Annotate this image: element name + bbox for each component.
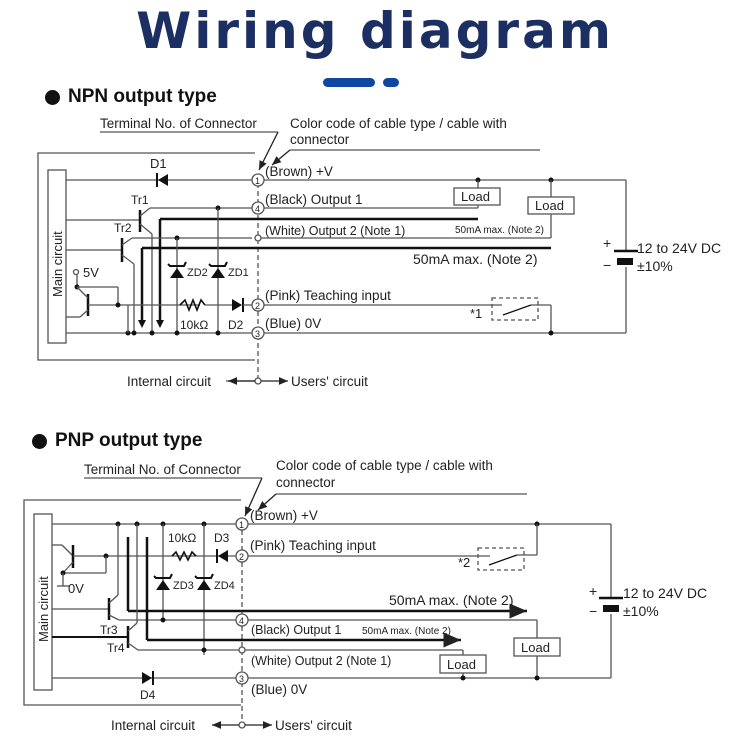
npn-5v-label: 5V [83, 265, 99, 280]
pnp-tr4-label: Tr4 [107, 641, 125, 655]
pnp-0v-label: 0V [68, 581, 84, 596]
npn-load-2-label: Load [535, 198, 564, 213]
pnp-load-1-label: Load [447, 657, 476, 672]
npn-supply-voltage: 12 to 24V DC [637, 240, 721, 256]
npn-tr2-label: Tr2 [114, 221, 132, 235]
pnp-pink-label: (Pink) Teaching input [250, 538, 376, 553]
title-decoration-dot [383, 78, 399, 87]
pnp-zd3-label: ZD3 [173, 580, 194, 592]
pnp-minus-label: − [589, 603, 597, 619]
page-title: Wiring diagram [136, 2, 614, 60]
npn-diagram: Terminal No. of Connector Color code of … [37, 116, 721, 389]
npn-terminal-4-number: 4 [255, 204, 260, 214]
pnp-white-label: (White) Output 2 (Note 1) [251, 654, 391, 668]
pnp-terminal-label: Terminal No. of Connector [84, 462, 241, 477]
npn-d1-diode-icon [158, 174, 168, 186]
pnp-load-2-label: Load [521, 640, 550, 655]
pnp-battery-icon [603, 605, 619, 612]
pnp-teach-switch [477, 547, 525, 571]
npn-zd2-label: ZD2 [187, 267, 208, 279]
bullet-icon [45, 89, 60, 105]
npn-section-heading: NPN output type [45, 86, 217, 108]
pnp-blue-label: (Blue) 0V [251, 682, 307, 697]
pnp-supply-tolerance: ±10% [623, 603, 659, 619]
pnp-internal-circuit-label: Internal circuit [111, 718, 195, 733]
pnp-brown-label: (Brown) +V [250, 508, 318, 523]
pnp-diagram: Terminal No. of Connector Color code of … [23, 458, 707, 733]
npn-teach-switch [491, 297, 539, 321]
npn-d2-diode-icon [232, 299, 242, 311]
npn-switch-note: *1 [470, 306, 482, 321]
npn-zd1-zener-icon [211, 268, 225, 278]
pnp-zd4-label: ZD4 [214, 580, 235, 592]
npn-minus-label: − [603, 257, 611, 273]
npn-white-label: (White) Output 2 (Note 1) [265, 224, 405, 238]
pnp-tr3-label: Tr3 [100, 623, 118, 637]
pnp-users-circuit-label: Users' circuit [275, 718, 352, 733]
pnp-d4-diode-icon [142, 672, 152, 684]
pnp-output1-max-current: 50mA max. (Note 2) [389, 592, 514, 608]
pnp-black-label: (Black) Output 1 [251, 623, 341, 637]
pnp-section-heading: PNP output type [32, 430, 202, 452]
npn-plus-label: + [603, 235, 611, 251]
npn-zd1-label: ZD1 [228, 267, 249, 279]
npn-internal-circuit-label: Internal circuit [127, 374, 211, 389]
npn-output2-max-current: 50mA max. (Note 2) [413, 251, 538, 267]
npn-output1-max-current: 50mA max. (Note 2) [455, 225, 544, 236]
pnp-terminal-white [238, 646, 246, 654]
npn-color-code-label: Color code of cable type / cable with [290, 116, 507, 131]
npn-battery-icon [617, 258, 633, 265]
pnp-color-code-label-2: connector [276, 475, 336, 490]
npn-brown-label: (Brown) +V [265, 164, 333, 179]
pnp-terminal-2-number: 2 [239, 552, 244, 562]
npn-terminal-2-number: 2 [255, 301, 260, 311]
pnp-color-code-label: Color code of cable type / cable with [276, 458, 493, 473]
pnp-resistor-label: 10kΩ [168, 531, 196, 545]
npn-d2-label: D2 [228, 318, 244, 332]
npn-blue-label: (Blue) 0V [265, 316, 321, 331]
npn-supply-tolerance: ±10% [637, 258, 673, 274]
npn-section-title: NPN output type [68, 86, 217, 107]
npn-internal-boundary [37, 152, 255, 361]
npn-terminal-label: Terminal No. of Connector [100, 116, 257, 131]
npn-users-circuit-label: Users' circuit [291, 374, 368, 389]
pnp-section-title: PNP output type [55, 430, 203, 451]
npn-load-1-label: Load [461, 189, 490, 204]
pnp-terminal-4-number: 4 [239, 616, 244, 626]
pnp-d3-label: D3 [214, 531, 230, 545]
npn-resistor-icon [179, 297, 206, 313]
npn-resistor-label: 10kΩ [180, 318, 208, 332]
pnp-plus-label: + [589, 583, 597, 599]
npn-tr1-label: Tr1 [131, 193, 149, 207]
pnp-main-circuit-label: Main circuit [36, 576, 51, 642]
npn-main-circuit-block [47, 169, 67, 344]
pnp-main-circuit-block [33, 513, 53, 691]
npn-main-circuit-label: Main circuit [50, 231, 65, 297]
pnp-supply-voltage: 12 to 24V DC [623, 585, 707, 601]
bullet-icon [32, 433, 47, 449]
pnp-output2-max-current: 50mA max. (Note 2) [362, 626, 451, 637]
npn-zd2-zener-icon [170, 268, 184, 278]
pnp-switch-note: *2 [458, 555, 470, 570]
pnp-zd3-zener-icon [156, 580, 170, 590]
npn-terminal-1-number: 1 [255, 176, 260, 186]
npn-load-1 [453, 187, 501, 206]
pnp-d3-diode-icon [218, 550, 228, 562]
pnp-resistor-icon [171, 550, 197, 562]
npn-pink-label: (Pink) Teaching input [265, 288, 391, 303]
pnp-internal-boundary [23, 499, 241, 706]
npn-terminal-3-number: 3 [255, 329, 260, 339]
npn-black-label: (Black) Output 1 [265, 192, 363, 207]
pnp-terminal-1-number: 1 [239, 520, 244, 530]
title-decoration-bar [323, 78, 375, 87]
pnp-zd4-zener-icon [197, 580, 211, 590]
pnp-d4-label: D4 [140, 688, 156, 702]
npn-d1-label: D1 [150, 156, 167, 171]
npn-terminal-white [254, 234, 262, 242]
pnp-terminal-3-number: 3 [239, 674, 244, 684]
npn-color-code-label-2: connector [290, 132, 350, 147]
